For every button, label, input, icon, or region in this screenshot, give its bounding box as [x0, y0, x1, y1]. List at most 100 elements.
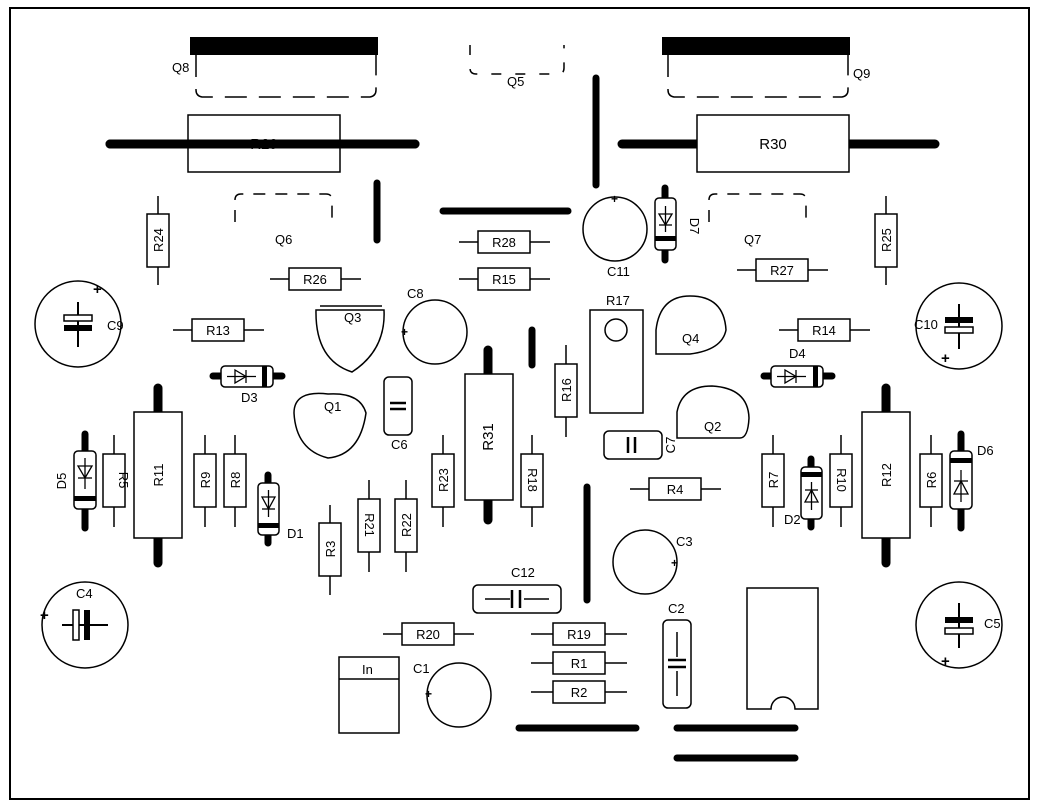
resistor-r9: R9: [193, 435, 217, 527]
diode-d1: D1: [257, 471, 304, 547]
diode-d5: D5: [54, 430, 97, 532]
label-c1: C1: [413, 661, 430, 676]
label-r27: R27: [770, 263, 794, 278]
resistor-r7: R7: [761, 435, 785, 527]
resistor-r26: R26: [270, 267, 361, 291]
label-in: In: [362, 662, 373, 677]
label-c6: C6: [391, 437, 408, 452]
transistor-q6: Q6: [234, 193, 333, 247]
resistor-r2: R2: [531, 680, 627, 704]
label-r12: R12: [879, 463, 894, 487]
label-q1: Q1: [324, 399, 341, 414]
resistor-r25: R25: [874, 196, 898, 285]
transistor-q7: Q7: [708, 193, 807, 247]
capacitor-c11: + C11: [582, 192, 648, 279]
label-r24: R24: [151, 228, 166, 252]
label-d5: D5: [54, 473, 69, 490]
label-r15: R15: [492, 272, 516, 287]
label-r23: R23: [436, 468, 451, 492]
label-q8: Q8: [172, 60, 189, 75]
plus-c3: +: [671, 556, 678, 570]
transistor-q5: Q5: [469, 45, 565, 89]
ic-outline: [746, 587, 819, 710]
label-r7: R7: [766, 472, 781, 489]
plus-c11: +: [611, 192, 618, 206]
transistor-q1: Q1: [293, 392, 367, 459]
input-connector: In: [338, 656, 400, 734]
label-c11: C11: [607, 264, 630, 279]
label-r26: R26: [303, 272, 327, 287]
resistor-r4: R4: [630, 477, 721, 501]
plus-c9: +: [93, 281, 102, 298]
plus-c5: +: [941, 653, 950, 670]
capacitor-c3: + C3: [612, 529, 693, 595]
label-d3: D3: [241, 390, 258, 405]
label-r9: R9: [198, 472, 213, 489]
label-r28: R28: [492, 235, 516, 250]
resistor-r11: R11: [133, 383, 183, 568]
capacitor-c4: + C4: [40, 581, 129, 669]
label-q5: Q5: [507, 74, 524, 89]
label-r6: R6: [924, 472, 939, 489]
resistor-r29: R29: [105, 114, 420, 173]
resistor-r15: R15: [459, 267, 550, 291]
label-c4: C4: [76, 586, 93, 601]
label-r8: R8: [228, 472, 243, 489]
resistor-r22: R22: [394, 480, 418, 572]
resistor-r31: R31: [464, 345, 514, 525]
label-c12: C12: [511, 565, 535, 580]
plus-c8: +: [401, 325, 408, 339]
resistor-r28: R28: [459, 230, 550, 254]
label-d4: D4: [789, 346, 806, 361]
transistor-q4: Q4: [655, 295, 727, 355]
plus-c1: +: [425, 687, 432, 701]
label-q9: Q9: [853, 66, 870, 81]
capacitor-c8: + C8: [401, 286, 468, 365]
capacitor-c2: C2: [662, 601, 692, 709]
capacitor-c1: + C1: [413, 661, 492, 728]
label-r5: R5: [116, 472, 131, 489]
label-q4: Q4: [682, 331, 699, 346]
label-c7: C7: [663, 437, 678, 454]
label-r21: R21: [362, 513, 377, 537]
label-r22: R22: [399, 513, 414, 537]
resistor-r27: R27: [737, 258, 828, 282]
diode-d6: D6: [949, 430, 994, 532]
label-r14: R14: [812, 323, 836, 338]
resistor-r6: R6: [919, 435, 943, 527]
label-r25: R25: [879, 228, 894, 252]
resistor-r10: R10: [829, 435, 853, 527]
diode-d4: D4: [760, 346, 836, 388]
label-r2: R2: [571, 685, 588, 700]
resistor-r13: R13: [173, 318, 264, 342]
capacitor-c7: C7: [603, 430, 678, 460]
capacitor-c12: C12: [472, 565, 562, 614]
label-r17: R17: [606, 293, 630, 308]
label-r30: R30: [759, 136, 787, 153]
label-r1: R1: [571, 656, 588, 671]
label-d6: D6: [977, 443, 994, 458]
label-r20: R20: [416, 627, 440, 642]
resistor-r24: R24: [146, 196, 170, 285]
resistor-r21: R21: [357, 480, 381, 572]
label-d1: D1: [287, 526, 304, 541]
label-c2: C2: [668, 601, 685, 616]
capacitor-c9: + C9: [34, 280, 124, 368]
label-q7: Q7: [744, 232, 761, 247]
label-q6: Q6: [275, 232, 292, 247]
resistor-r20: R20: [383, 622, 474, 646]
resistor-r3: R3: [318, 505, 342, 595]
plus-c4: +: [40, 607, 49, 624]
capacitor-c6: C6: [383, 376, 413, 452]
resistor-r17: R17: [589, 293, 644, 414]
label-r29: R29: [250, 136, 278, 153]
transistor-q3: Q3: [315, 305, 385, 373]
capacitor-c10: + C10: [914, 282, 1003, 370]
label-c5: C5: [984, 616, 1001, 631]
label-r4: R4: [667, 482, 684, 497]
diode-d2: D2: [784, 455, 823, 531]
transistor-q9: Q9: [662, 37, 870, 98]
transistor-q2: Q2: [676, 385, 750, 439]
label-r31: R31: [480, 423, 497, 451]
